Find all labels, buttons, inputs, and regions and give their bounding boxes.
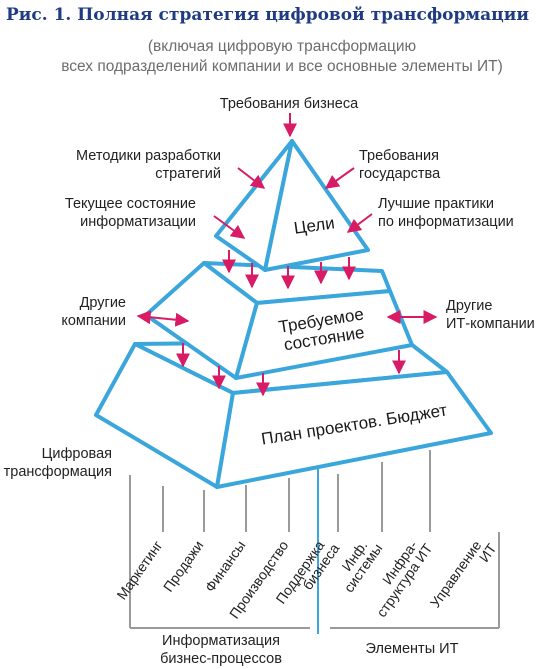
label-gov-requirements-1: Требования	[359, 148, 439, 164]
label-other-companies-2: компании	[61, 313, 126, 329]
area-lines	[129, 450, 500, 628]
label-best-practices-2: по информатизации	[378, 214, 514, 230]
label-current-state-2: информатизации	[80, 214, 196, 230]
label-business-requirements: Требования бизнеса	[220, 96, 359, 112]
label-methods-1: Методики разработки	[76, 148, 221, 164]
subtitle-line-2: всех подразделений компании и все основн…	[61, 58, 503, 75]
label-methods-2: стратегий	[155, 166, 221, 182]
arrow-other-companies	[136, 310, 190, 327]
tier-middle-front	[234, 289, 414, 380]
tier-bottom-front	[215, 370, 493, 489]
bottom-label-it: Элементы ИТ	[366, 641, 459, 657]
figure-title: Рис. 1. Полная стратегия цифровой трансф…	[6, 5, 529, 25]
area-label-marketing: Маркетинг	[113, 538, 165, 603]
bottom-label-business-2: бизнес-процессов	[160, 651, 282, 667]
label-other-it-companies-2: ИТ-компании	[446, 316, 535, 332]
label-current-state-1: Текущее состояние	[65, 196, 196, 212]
label-other-it-companies-1: Другие	[446, 298, 492, 314]
area-label-it-management-1: Управление	[427, 537, 485, 610]
label-best-practices-1: Лучшие практики	[378, 196, 494, 212]
arrows	[136, 113, 438, 397]
arrow-current-state	[213, 215, 246, 239]
label-digital-transformation-1: Цифровая	[42, 446, 112, 462]
pyramid	[94, 139, 493, 489]
arrow-best-practices	[346, 213, 373, 233]
subtitle-line-1: (включая цифровую трансформацию	[148, 38, 416, 55]
tier-top-front	[263, 139, 370, 272]
label-digital-transformation-2: трансформация	[4, 464, 112, 480]
bottom-label-business-1: Информатизация	[162, 633, 280, 649]
it-area-labels: Инф. системы Инфра- структура ИТ Управле…	[338, 537, 499, 620]
area-label-finance: Финансы	[202, 538, 249, 595]
label-gov-requirements-2: государства	[359, 166, 441, 182]
label-other-companies-1: Другие	[80, 295, 126, 311]
area-label-sales: Продажи	[160, 538, 207, 595]
business-area-labels: Маркетинг Продажи Финансы Производство П…	[113, 537, 342, 621]
arrow-gov-requirements	[324, 167, 355, 189]
arrow-methods	[237, 167, 266, 189]
